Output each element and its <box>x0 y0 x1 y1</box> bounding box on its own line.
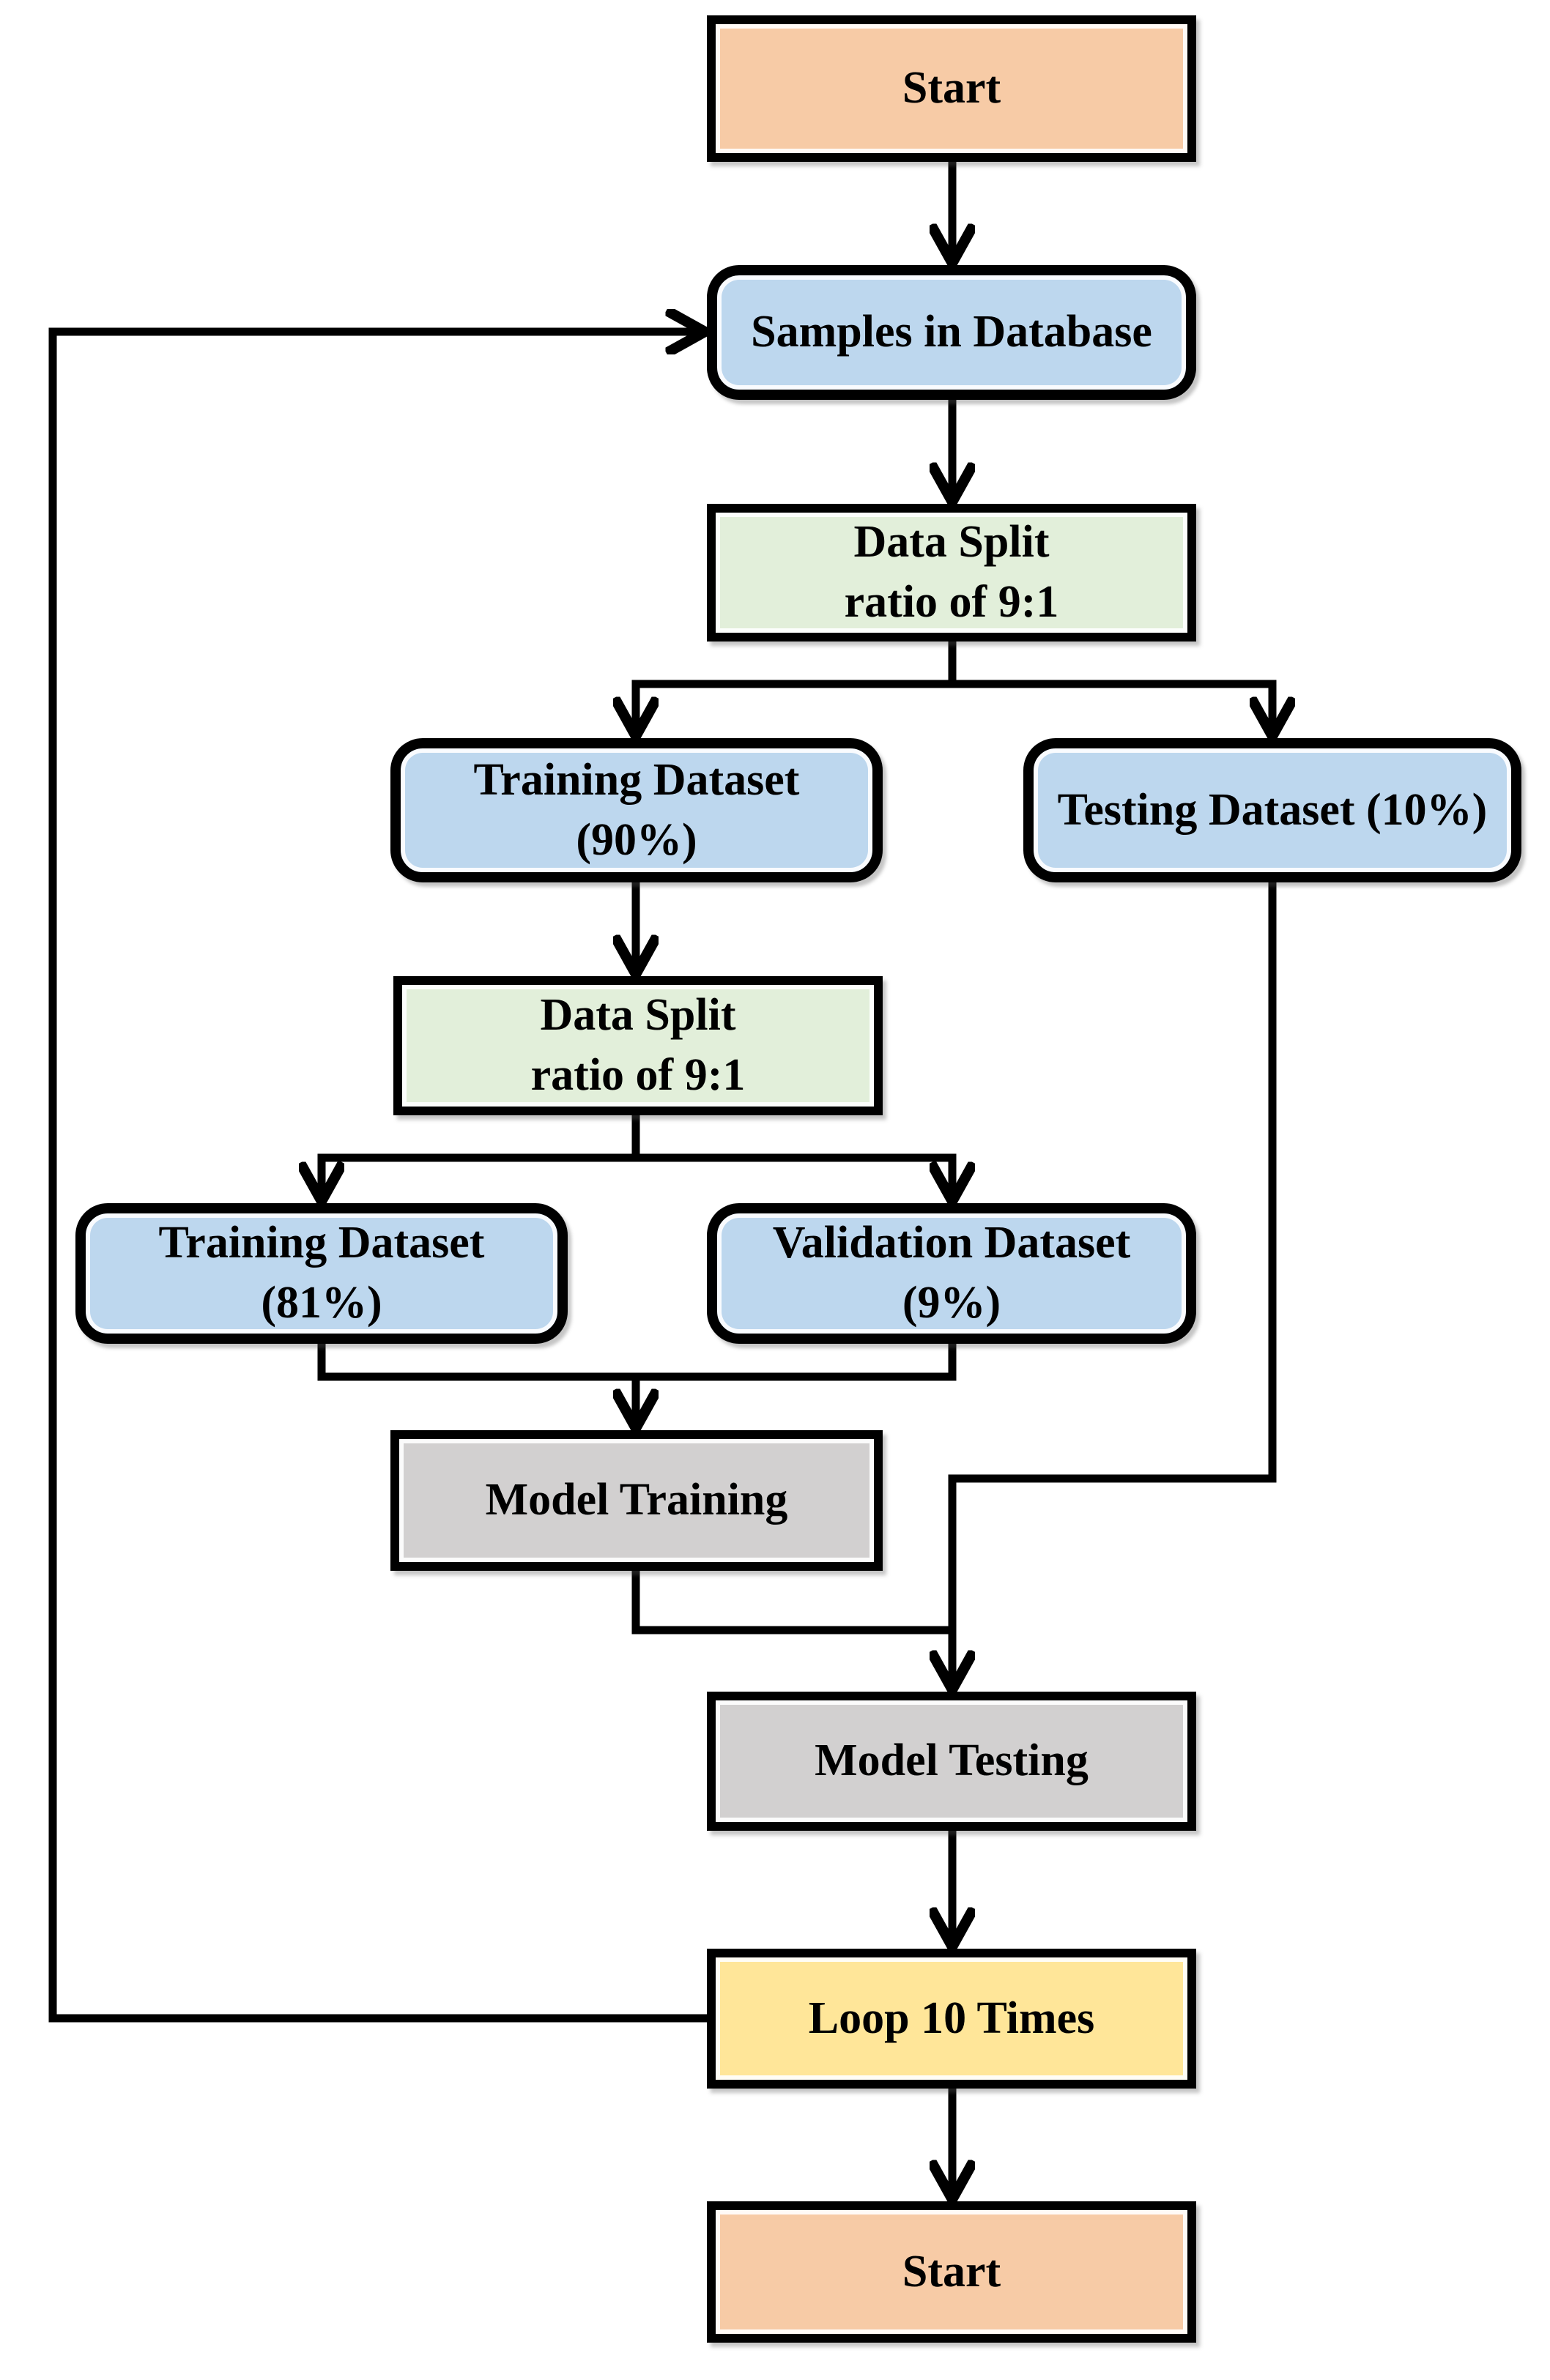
edge-datasplit2-to-validation9 <box>636 1153 952 1194</box>
edge-loopback-to-samples <box>48 332 707 2023</box>
edge-datasplit1-to-training90 <box>636 680 952 729</box>
flow-node-samples-in-database: Samples in Database <box>707 265 1196 400</box>
flow-node-start-top: Start <box>707 15 1196 162</box>
edge-datasplit2-to-training81 <box>322 1153 636 1194</box>
flow-node-data-split-1: Data Split ratio of 9:1 <box>707 504 1196 642</box>
edge-training81-merge <box>317 1344 636 1381</box>
edge-datasplit1-to-testing10 <box>952 680 1272 729</box>
flow-node-start-bottom: Start <box>707 2201 1196 2343</box>
flow-node-data-split-2: Data Split ratio of 9:1 <box>393 976 883 1115</box>
flow-node-model-training: Model Training <box>390 1430 883 1571</box>
flow-node-training-dataset-81: Training Dataset (81%) <box>75 1203 568 1344</box>
edge-validation9-merge <box>636 1344 957 1381</box>
flow-node-testing-dataset-10: Testing Dataset (10%) <box>1023 738 1521 882</box>
flow-node-validation-dataset-9: Validation Dataset (9%) <box>707 1203 1196 1344</box>
edge-modeltraining-join <box>631 1571 952 1635</box>
edge-testing10-to-modeltesting <box>952 882 1277 1682</box>
flow-node-training-dataset-90: Training Dataset (90%) <box>390 738 883 882</box>
flow-node-loop-10-times: Loop 10 Times <box>707 1949 1196 2089</box>
flow-node-model-testing: Model Testing <box>707 1692 1196 1831</box>
